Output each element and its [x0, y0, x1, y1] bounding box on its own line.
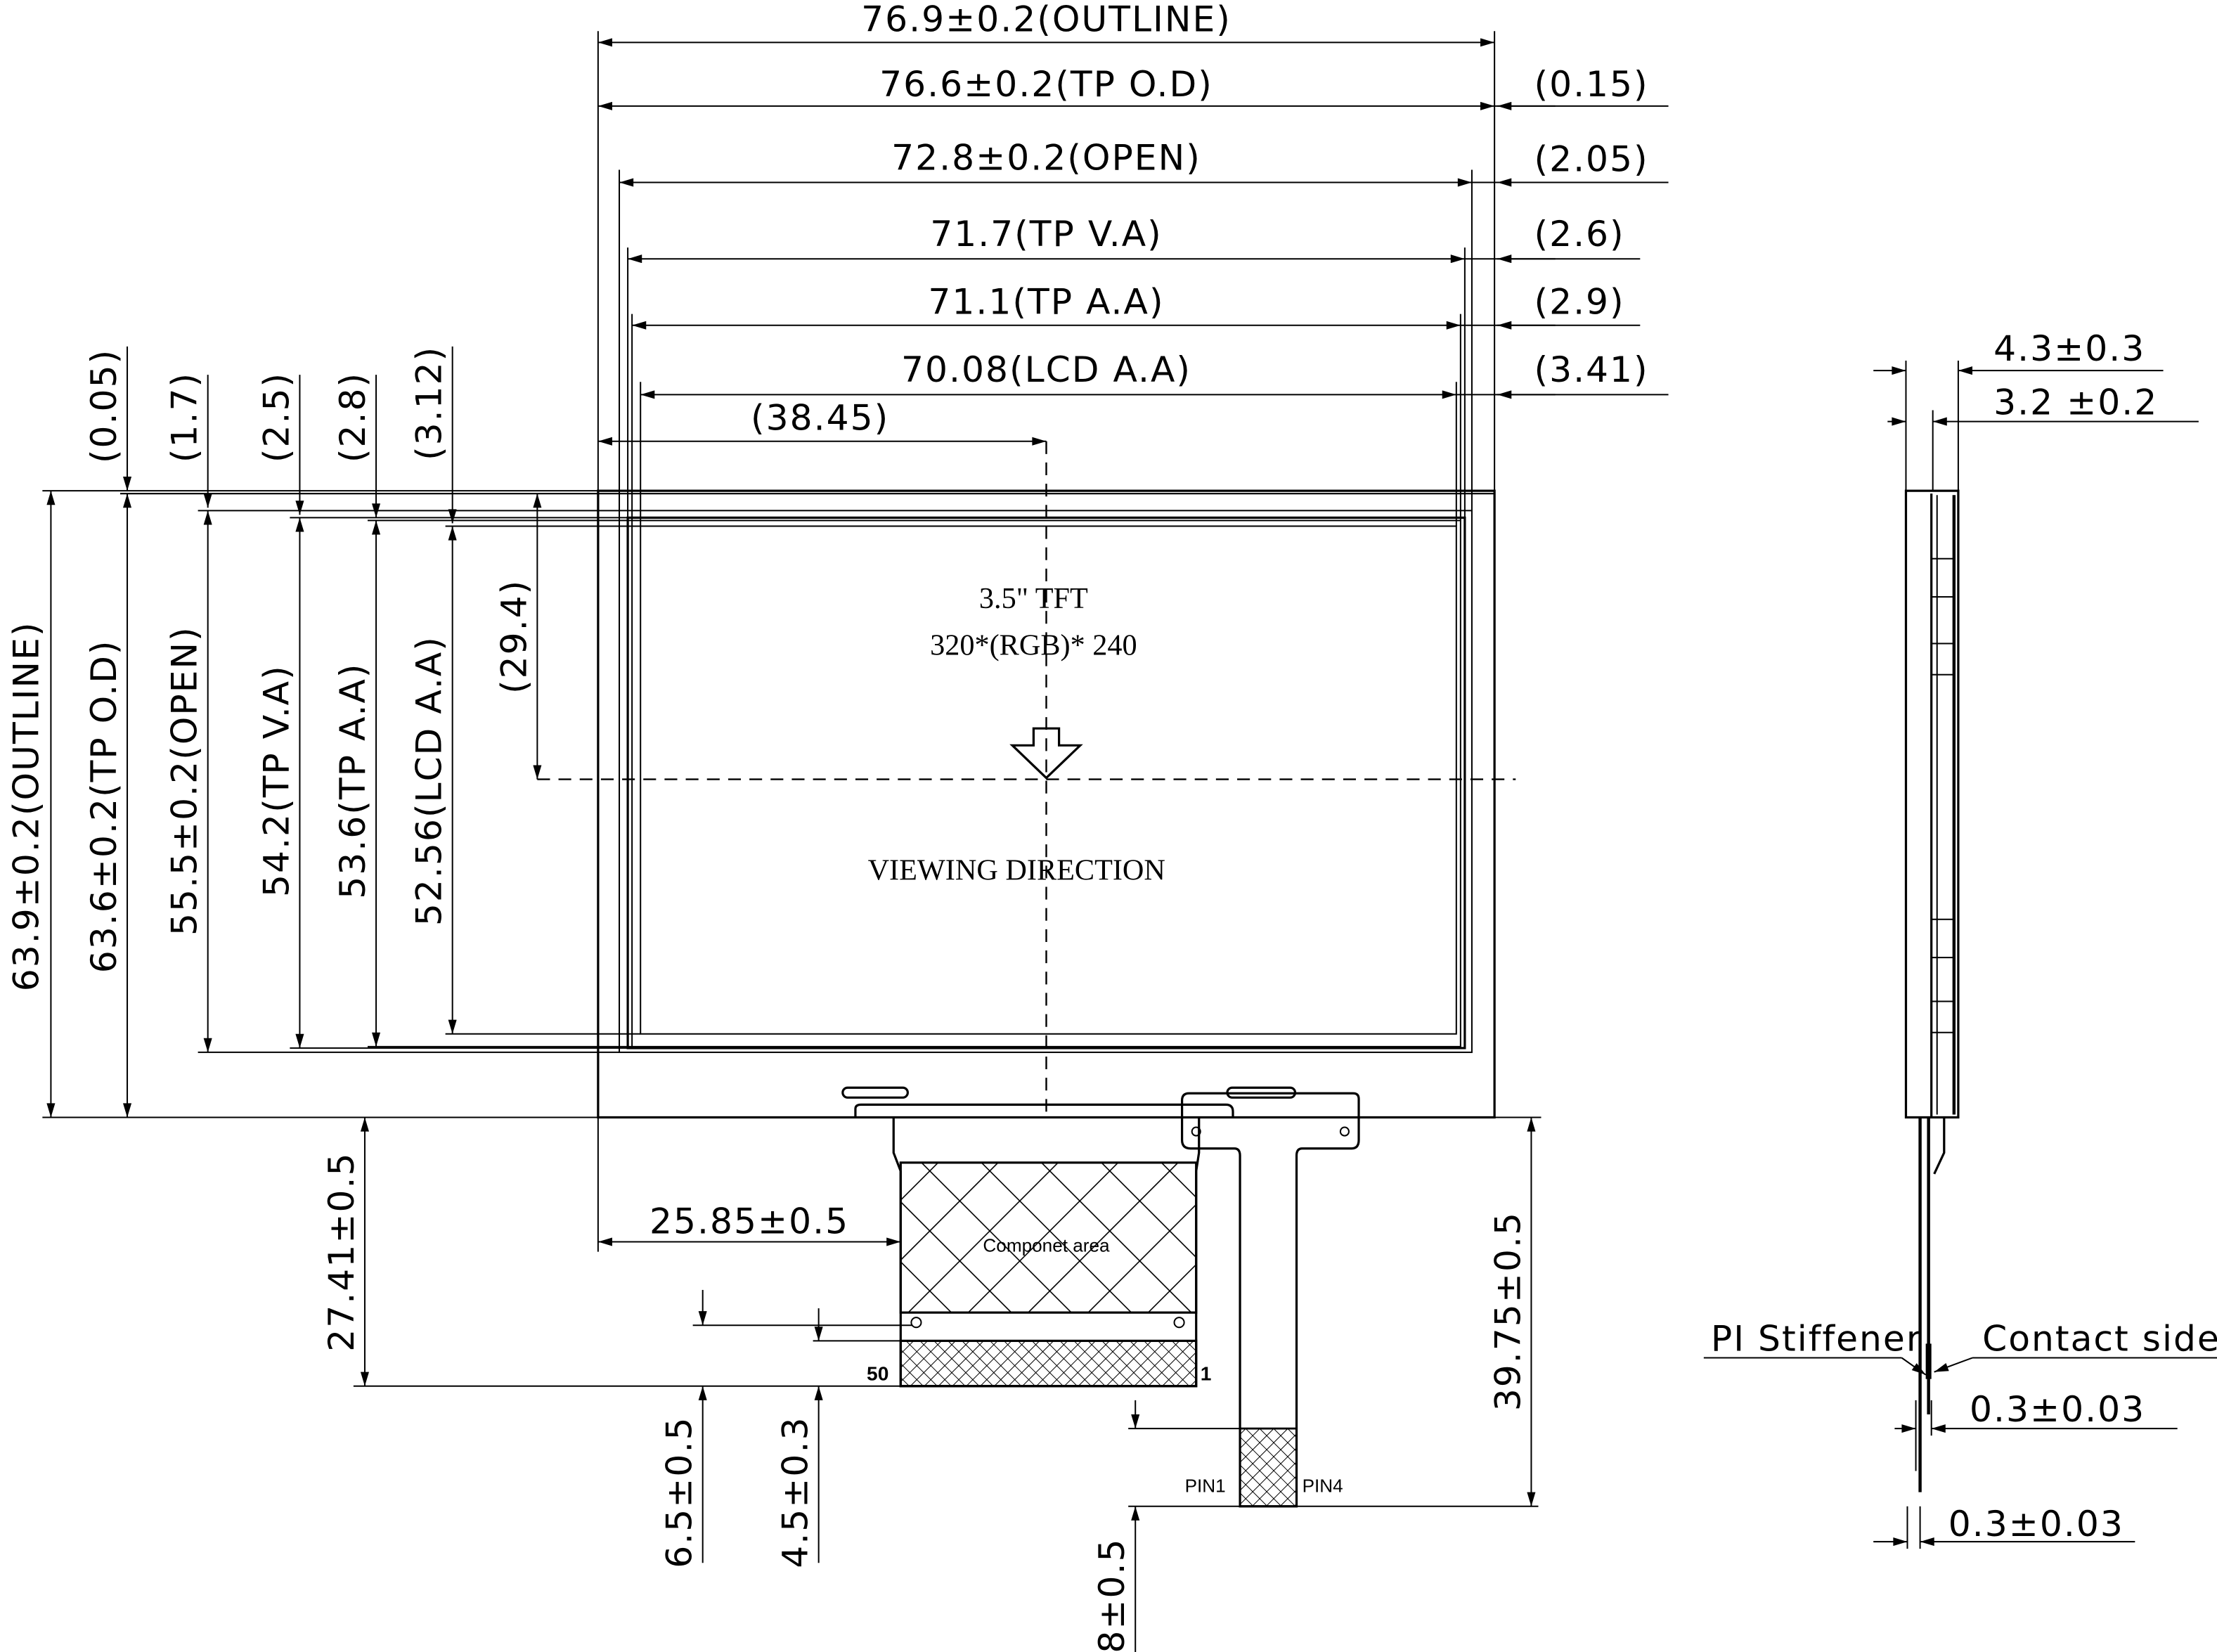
tp-pin4-label: PIN4 — [1303, 1476, 1343, 1497]
offset-lcd-aa: (3.41) — [1534, 349, 1648, 390]
dim-8: 8±0.5 — [1091, 1537, 1132, 1652]
dim-fpc-length: 27.41±0.5 — [321, 1152, 362, 1352]
dim-tp-va-width: 71.7(TP V.A) — [930, 213, 1163, 254]
dim-tp-aa-width: 71.1(TP A.A) — [928, 281, 1164, 323]
dim-6-5: 6.5±0.5 — [659, 1417, 700, 1568]
offset-top-lcd-aa: (3.12) — [408, 346, 450, 460]
vertical-dimensions: 63.9±0.2(OUTLINE) 63.6±0.2(TP O.D) 55.5±… — [5, 346, 641, 1118]
dim-lcd-aa-height: 52.56(LCD A.A) — [408, 635, 450, 926]
fpc-pin-1-label: 1 — [1201, 1363, 1212, 1385]
dim-open-height: 55.5±0.2(OPEN) — [164, 626, 205, 936]
panel-size-label: 3.5" TFT — [979, 582, 1088, 615]
dim-center-y: (29.4) — [493, 579, 534, 694]
horizontal-dimensions: 76.9±0.2(OUTLINE) 76.6±0.2(TP O.D) 72.8±… — [597, 0, 1669, 527]
dim-tp-od-height: 63.6±0.2(TP O.D) — [83, 639, 124, 973]
dim-outline-width: 76.9±0.2(OUTLINE) — [861, 0, 1232, 39]
fpc-hole-left — [910, 1317, 922, 1329]
offset-open: (2.05) — [1534, 138, 1648, 179]
tp-fpc-contact-hatch — [1239, 1427, 1298, 1508]
offset-top-open: (1.7) — [164, 372, 205, 463]
offset-tp-va: (2.6) — [1534, 213, 1624, 254]
tp-fpc-hole-left — [1191, 1126, 1201, 1137]
component-area-label: Componet area — [983, 1235, 1110, 1256]
dim-open-width: 72.8±0.2(OPEN) — [891, 136, 1201, 178]
contact-side-label: Contact side — [1982, 1317, 2217, 1359]
offset-tp-od: (0.15) — [1534, 63, 1648, 105]
viewing-direction-arrow-icon — [1009, 727, 1083, 780]
dim-lcd-aa-width: 70.08(LCD A.A) — [901, 349, 1191, 390]
dim-4-5: 4.5±0.3 — [775, 1417, 816, 1568]
dim-total-thickness: 4.3±0.3 — [1993, 328, 2145, 369]
fpc-pin-50-label: 50 — [867, 1363, 888, 1385]
tp-pin1-label: PIN1 — [1185, 1476, 1226, 1497]
front-view: 3.5" TFT 320*(RGB)* 240 VIEWING DIRECTIO… — [537, 441, 1516, 1119]
main-fpc: Componet area 50 1 — [841, 1086, 1297, 1388]
viewing-direction-label: VIEWING DIRECTION — [868, 853, 1165, 886]
fpc-contact-hatch — [899, 1339, 1198, 1388]
dim-fpc-thickness-2: 0.3±0.03 — [1948, 1503, 2124, 1544]
resolution-label: 320*(RGB)* 240 — [930, 629, 1137, 662]
side-view: 4.3±0.3 3.2 ±0.2 PI Stiffener Contact si… — [1703, 328, 2217, 1549]
offset-tp-aa: (2.9) — [1534, 281, 1624, 323]
fpc-bend — [854, 1103, 1234, 1118]
fpc-hole-right — [1173, 1317, 1185, 1329]
dim-fpc-thickness-1: 0.3±0.03 — [1970, 1388, 2145, 1430]
dim-tp-fpc-length: 39.75±0.5 — [1487, 1211, 1528, 1411]
dim-tp-od-width: 76.6±0.2(TP O.D) — [879, 63, 1213, 105]
component-area-hatch — [899, 1161, 1198, 1314]
tp-fpc-hole-right — [1339, 1126, 1350, 1137]
offset-top-tp-va: (2.5) — [255, 372, 297, 463]
tp-fpc: PIN1 PIN4 — [1180, 1092, 1360, 1508]
fpc-slot-left — [841, 1086, 909, 1099]
pi-stiffener-label: PI Stiffener — [1711, 1317, 1922, 1359]
offset-top-tp-od: (0.05) — [83, 349, 124, 463]
offset-top-tp-aa: (2.8) — [332, 372, 373, 463]
dim-module-thickness: 3.2 ±0.2 — [1993, 382, 2158, 423]
dim-outline-height: 63.9±0.2(OUTLINE) — [5, 621, 46, 991]
dim-tp-va-height: 54.2(TP V.A) — [255, 664, 297, 897]
dim-center-x: (38.45) — [751, 397, 889, 439]
bottom-dimensions: 27.41±0.5 25.85±0.5 6.5±0.5 4.5±0.3 8±0.… — [321, 1116, 1541, 1652]
dim-tp-aa-height: 53.6(TP A.A) — [332, 662, 373, 898]
dim-fpc-offset: 25.85±0.5 — [649, 1200, 849, 1241]
